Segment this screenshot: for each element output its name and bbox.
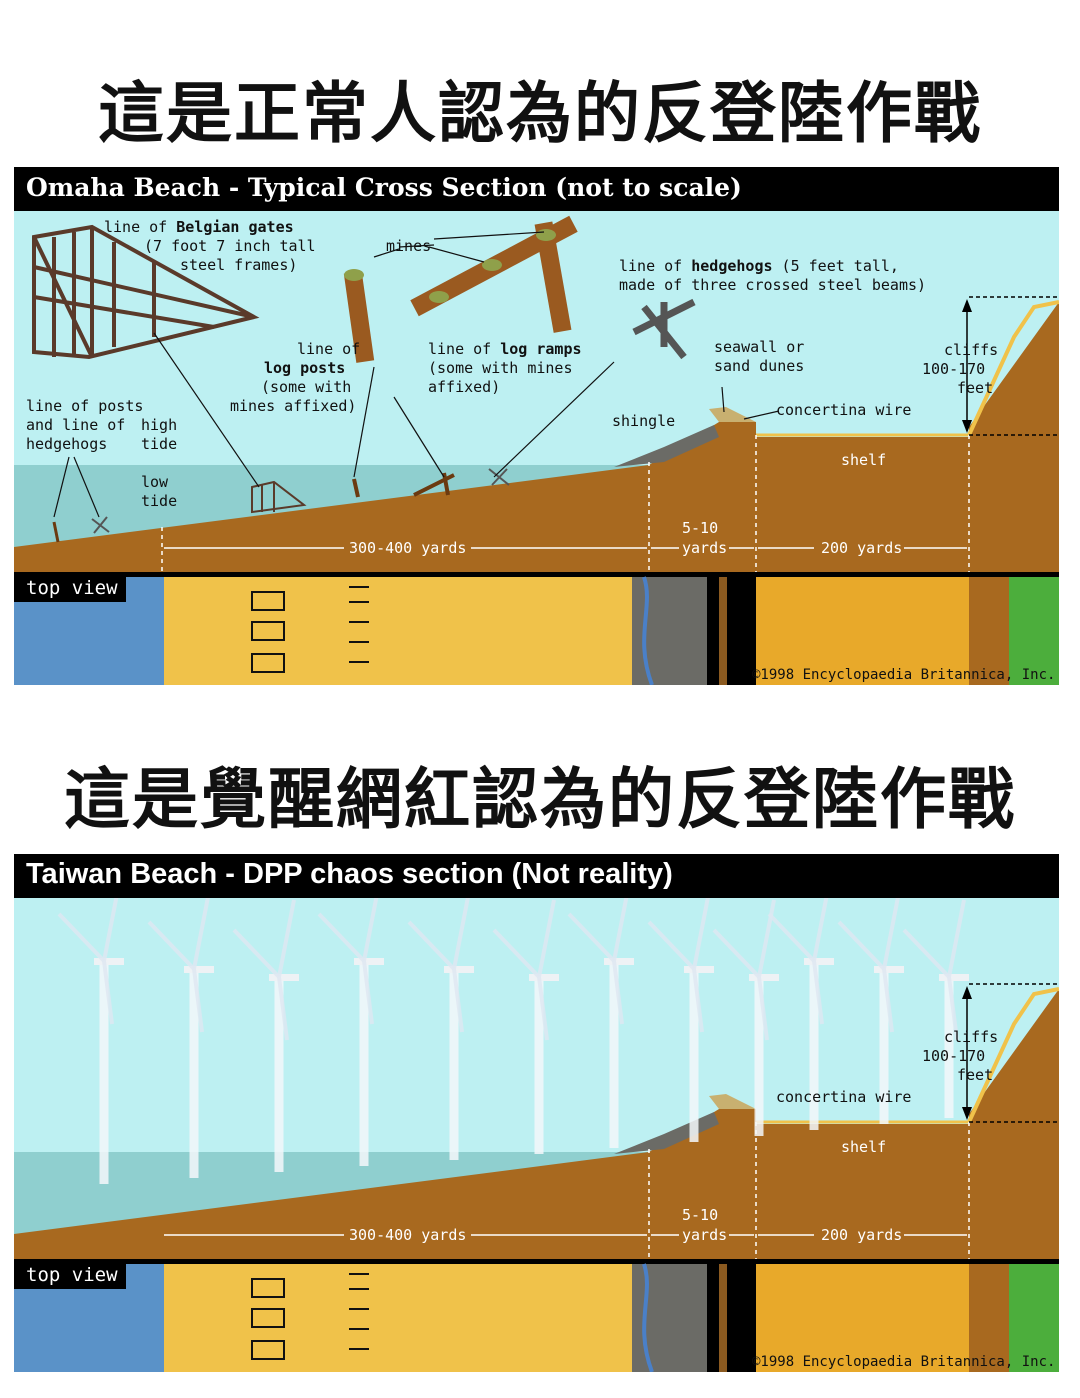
wind-turbine [492,899,559,1154]
wind-turbine [232,899,299,1172]
headline-bottom: 這是覺醒網紅認為的反登陸作戰 [64,761,1016,838]
label-seawall-1: seawall or [714,338,804,356]
label-hightide-1: high [141,416,177,434]
label-logramps-2: (some with mines [428,359,573,377]
label-posts-2: and line of [26,416,125,434]
label-logposts-3: (some with [261,378,351,396]
label-logposts-4: mines affixed) [230,397,356,415]
wind-turbine [837,891,904,1124]
top-view-beach [164,577,649,685]
omaha-cross-section: ©1998 Encyclopaedia Britannica, Inc. lin… [14,215,1059,685]
top-view-shelf [756,577,969,685]
svg-text:line of log ramps: line of log ramps [428,340,582,358]
dim-beach: 300-400 yards [349,539,466,557]
dim-shelf: 200 yards [821,539,902,557]
wind-turbines [57,883,969,1184]
diagram-title: Omaha Beach - Typical Cross Section (not… [26,173,742,202]
wind-turbine [317,883,384,1166]
label-belgian-3: steel frames) [180,256,297,274]
diagram-taiwan: ©1998 Encyclopaedia Britannica, Inc. cli… [14,854,1059,1372]
label-concertina: concertina wire [776,401,911,419]
diagram-omaha: ©1998 Encyclopaedia Britannica, Inc. lin… [14,167,1059,685]
label-cliffs-1: cliffs [944,341,998,359]
dim-beach-b: 300-400 yards [349,1226,466,1244]
copyright: ©1998 Encyclopaedia Britannica, Inc. [752,667,1055,683]
shingle-rocks [614,425,719,467]
label-posts-1: line of posts [26,397,143,415]
wind-turbine [407,891,474,1160]
copyright-2: ©1998 Encyclopaedia Britannica, Inc. [752,1354,1055,1370]
cliff-edge [967,300,1059,436]
headline-top: 這是正常人認為的反登陸作戰 [98,75,982,152]
top-view-label: top view [26,577,118,599]
wind-turbine [567,883,634,1148]
belgian-gate-illustration [32,224,260,360]
label-lowtide-1: low [141,473,169,491]
taiwan-cross-section: ©1998 Encyclopaedia Britannica, Inc. cli… [14,883,1059,1372]
ground [14,302,1059,572]
label-seawall-2: sand dunes [714,357,804,375]
wind-turbine [57,883,124,1184]
wind-turbine [647,891,714,1142]
dim-shingle-2b: yards [682,1226,727,1244]
label-lowtide-2: tide [141,492,177,510]
dim-shingle-2: yards [682,539,727,557]
label-cliffs-3: feet [957,379,993,397]
diagram-title-2: Taiwan Beach - DPP chaos section (Not re… [26,858,673,890]
wind-turbine [712,899,779,1136]
label-belgian-2: (7 foot 7 inch tall [144,237,316,255]
top-view-label-b: top view [26,1264,118,1286]
svg-text:line of hedgehogs (5 feet tall: line of hedgehogs (5 feet tall, [619,257,899,275]
label-concertina-b: concertina wire [776,1088,911,1106]
label-posts-3: hedgehogs [26,435,107,453]
label-logposts-2: log posts [264,359,345,377]
label-hedgehogs-2: made of three crossed steel beams) [619,276,926,294]
label-shelf-b: shelf [841,1138,886,1156]
label-logposts-1: line of [297,340,360,358]
wind-turbine [902,899,969,1118]
label-cliffs-2: 100-170 [922,360,985,378]
label-cliffs-1b: cliffs [944,1028,998,1046]
dim-shingle-1: 5-10 [682,519,718,537]
dim-shelf-b: 200 yards [821,1226,902,1244]
dim-shingle-1b: 5-10 [682,1206,718,1224]
title-bar-2: Taiwan Beach - DPP chaos section (Not re… [14,854,1059,898]
title-bar: Omaha Beach - Typical Cross Section (not… [14,167,1059,211]
hedgehog-illustration [632,298,696,360]
seawall [709,407,756,422]
svg-text:line of Belgian gates: line of Belgian gates [104,218,294,236]
label-logramps-3: affixed) [428,378,500,396]
label-shingle: shingle [612,412,675,430]
log-post-illustration [343,271,375,363]
label-shelf: shelf [841,451,886,469]
label-mines: mines [386,237,431,255]
label-cliffs-3b: feet [957,1066,993,1084]
label-cliffs-2b: 100-170 [922,1047,985,1065]
label-hightide-2: tide [141,435,177,453]
wind-turbine [147,891,214,1178]
